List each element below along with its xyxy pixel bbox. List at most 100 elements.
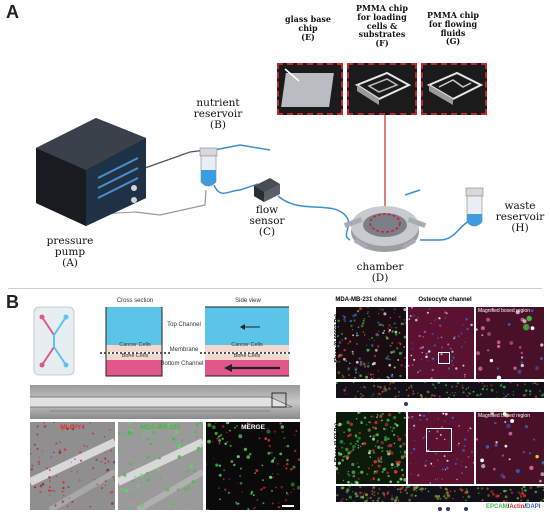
cell-speckle [89,505,92,508]
cell-speckle [360,393,362,395]
cell-speckle [502,500,506,502]
cell-speckle [193,469,196,473]
cell-speckle [230,460,234,463]
cell-speckle [296,485,300,490]
cell-speckle [354,434,358,437]
cell-speckle [490,388,494,392]
cell-speckle [380,458,382,460]
cell-speckle [471,451,473,453]
cell-speckle [237,482,239,484]
cell-speckle [381,324,384,326]
cell-speckle [363,318,366,320]
cell-speckle [487,494,491,497]
cell-speckle [290,467,293,471]
cell-speckle [406,389,408,391]
cell-speckle [430,322,432,325]
cell-speckle [131,480,135,483]
cell-speckle [487,349,490,352]
cell-speckle [31,464,34,467]
cell-speckle [457,444,459,446]
cell-speckle [379,488,381,491]
cell-speckle [359,363,363,366]
cell-speckle [74,458,76,460]
cell-speckle [451,392,454,394]
cell-speckle [465,466,467,468]
cell-speckle [363,416,367,420]
cell-speckle [425,396,427,398]
cell-speckle [412,348,414,350]
cell-speckle [345,393,347,395]
cell-speckle [394,387,397,390]
cell-speckle [241,491,243,493]
cell-speckle [353,319,356,322]
cell-speckle [530,392,532,394]
cell-speckle [520,363,524,368]
cell-speckle [522,494,527,498]
cell-speckle [357,477,360,480]
cell-speckle [490,384,493,387]
waste-line2: reservoir [495,211,545,224]
cell-speckle [443,495,446,498]
cell-speckle [110,449,113,452]
cell-speckle [524,489,527,492]
cell-speckle [53,422,56,423]
row2-mda-image [336,412,406,484]
cell-speckle [378,487,380,489]
cell-speckle [239,475,241,477]
cell-speckle [52,451,55,454]
cell-speckle [272,476,274,479]
cell-speckle [176,488,180,492]
cell-speckle [226,422,230,425]
cell-speckle [408,498,411,502]
cell-speckle [218,439,221,442]
cell-speckle [385,335,388,338]
cell-speckle [104,451,107,454]
cell-speckle [348,495,352,499]
cell-speckle [95,458,99,461]
cell-speckle [271,489,273,492]
cell-speckle [436,437,438,440]
cell-speckle [376,499,379,502]
cell-speckle [539,390,541,392]
cell-speckle [520,499,522,502]
cell-speckle [443,420,446,423]
cell-speckle [38,456,40,459]
cell-speckle [112,476,114,478]
cell-speckle [415,318,418,322]
cell-speckle [354,367,358,370]
cell-speckle [292,488,295,491]
cell-speckle [480,487,484,490]
cell-speckle [349,362,351,364]
cell-speckle [411,342,413,344]
cell-speckle [341,446,344,449]
cell-speckle [373,494,376,497]
cell-speckle [389,480,392,484]
cell-speckle [429,482,431,484]
cell-speckle [455,385,458,388]
cell-speckle [388,363,391,367]
cell-speckle [141,434,144,437]
cell-speckle [41,483,45,486]
cell-speckle [521,491,523,493]
cell-speckle [398,391,400,393]
cell-speckle [341,423,343,425]
flow-line2: sensor [249,215,285,228]
cell-speckle [387,437,390,441]
cell-speckle [445,412,448,416]
cell-speckle [367,312,369,315]
row2-magnified-image [476,412,544,484]
pressure-pump-label: pressure pump (A) [20,235,120,269]
cell-speckle [464,341,466,343]
cell-speckle [375,470,379,473]
cell-speckle [356,440,359,443]
cell-speckle [467,392,470,394]
cell-speckle [381,390,384,393]
cell-speckle [161,440,164,443]
cell-speckle [413,428,415,430]
cell-speckle [435,452,438,455]
cell-speckle [368,449,372,453]
cell-speckle [431,333,434,335]
cell-speckle [412,364,414,366]
chamber-label: chamber (D) [345,261,415,284]
cell-speckle [379,420,381,422]
